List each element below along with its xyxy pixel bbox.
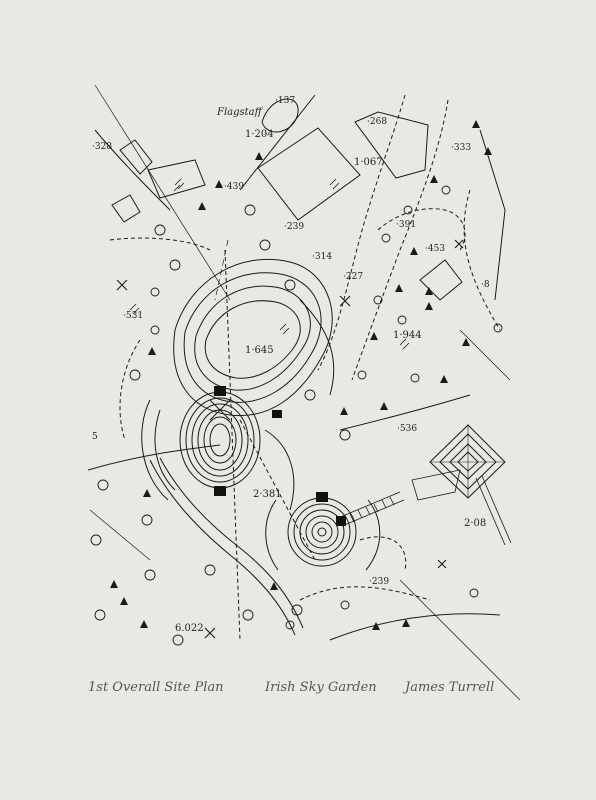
garden-path [299,586,431,601]
building-outline [419,259,463,301]
shrub-symbols [90,185,503,646]
flagstaff-label: Flagstaff [217,107,262,118]
boundary [479,129,506,301]
road [149,459,296,636]
building-outline [119,139,153,175]
elevation-label: 2·381 [253,489,282,500]
garden-path [119,339,141,441]
building-outline [257,127,361,221]
garden-path [317,94,406,371]
elevation-label: 6.022 [175,623,204,634]
elevation-label: 1·645 [245,345,274,356]
garden-path [239,419,316,561]
garden-path [351,99,449,381]
stair [337,491,405,527]
elevation-label: ·8 [481,280,490,290]
boundary [239,94,316,191]
artist-signature: James Turrell [405,680,495,695]
building-outline [111,194,141,223]
elevation-label: ·239 [369,577,390,587]
plan-caption: 1st Overall Site Plan [88,680,224,695]
mound-contours [141,258,333,511]
elevation-label: ·531 [123,311,144,321]
garden-path [224,249,241,641]
elevation-label: ·439 [224,182,245,192]
crater-entrances [214,386,346,526]
garden-path [359,536,407,571]
elevation-label: ·536 [397,424,418,434]
elevation-label: ·453 [425,244,446,254]
boundary [87,444,221,471]
elevation-label: ·328 [92,142,113,152]
tree-symbols [110,120,492,630]
garden-path [463,189,501,331]
elevation-label: 1·944 [393,330,422,341]
survey-marks [116,239,464,639]
elevation-label: ·268 [367,117,388,127]
boundary [299,299,335,396]
elevation-label: ·391 [396,220,417,230]
oval-crater [179,391,261,489]
boundary [94,129,171,211]
building-outline [354,111,429,179]
garden-path [109,237,211,251]
building-outline [147,159,206,199]
elevation-label: ·227 [343,272,364,282]
elevation-label: 1·204 [245,129,274,140]
elevation-label: ·239 [284,222,305,232]
flagstaff-path [261,98,299,133]
boundary [329,613,501,641]
elevation-label: 5 [92,432,98,442]
elevation-label: ·333 [451,143,472,153]
work-title: Irish Sky Garden [265,680,377,695]
pyramid [411,424,512,546]
elevation-label: ·314 [312,252,333,262]
road [159,457,304,629]
elevation-label: 1·067 [354,157,383,168]
elevation-label: ·137 [275,96,296,106]
garden-path [377,208,466,251]
boundary [339,394,471,431]
elevation-label: 2·08 [464,518,487,529]
circular-crater [265,497,381,571]
